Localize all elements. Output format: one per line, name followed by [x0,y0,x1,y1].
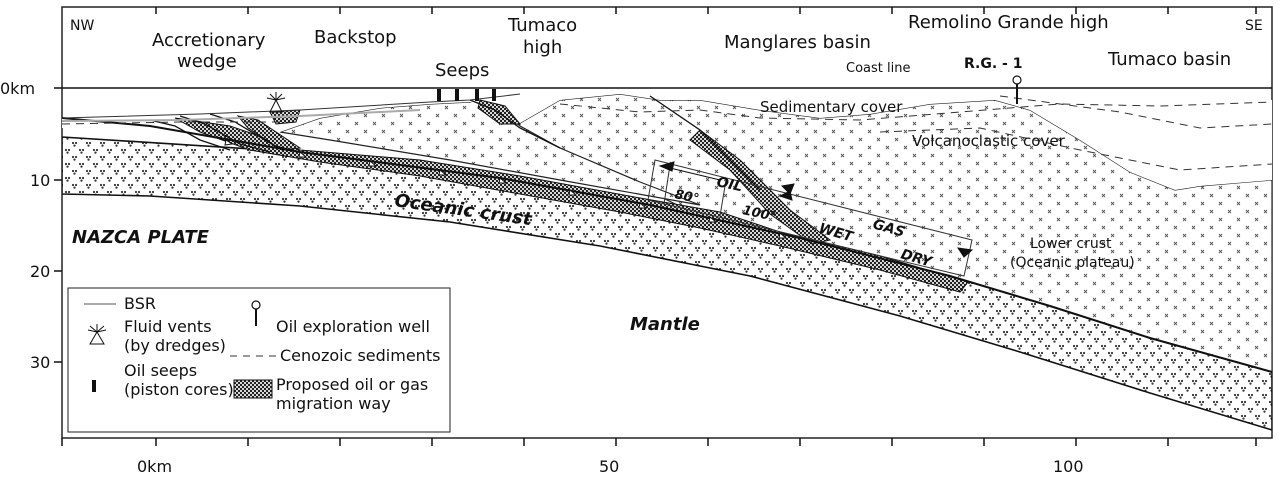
label-volcanoclastic: Volcanoclastic cover [912,132,1066,150]
legend-migration-label: Proposed oil or gas [276,375,428,394]
label-backstop: Backstop [314,27,397,48]
legend-oil-seeps-sub: (piston cores) [124,380,234,399]
seep-markers [437,89,496,101]
normal-fault [649,95,761,191]
label-nazca-plate: NAZCA PLATE [72,227,210,248]
legend-migration-swatch [233,379,273,399]
bottom-ticks [61,438,1257,446]
temperature-window-box [647,159,973,277]
cenozoic-dashed-4 [62,121,280,125]
legend-seep-swatch [92,380,96,392]
legend-well-icon [251,300,261,310]
top-ticks [155,7,1257,14]
legend-box [67,287,451,433]
depth-axis-ticks [54,87,62,363]
legend-well-label: Oil exploration well [276,317,430,336]
legend-oil-seeps-label: Oil seeps [124,361,197,380]
label-remolino: Remolino Grande high [908,12,1109,33]
depth-tick-0: 0km [0,79,35,98]
depth-tick-20: 20 [30,262,50,281]
label-temp-100: 100° [741,203,777,225]
bsr-line [62,109,421,122]
well-icon [1012,75,1022,85]
distance-tick-100: 100 [1053,457,1084,476]
legend-migration-sub: migration way [276,394,391,413]
legend-cenozoic-label: Cenozoic sediments [280,346,440,365]
fluid-vent-icon [266,92,286,113]
label-temp-80: 80° [673,187,700,207]
section-body [62,75,1272,431]
distance-tick-50: 50 [599,457,619,476]
label-oceanic-plateau: (Oceanic plateau) [1010,255,1135,271]
thrust-fault-4 [469,99,561,149]
depth-tick-30: 30 [30,353,50,372]
migration-strand-2 [477,99,522,125]
isotherm-100 [719,179,727,217]
label-tumaco: Tumaco [507,15,577,36]
thrust-teeth [224,139,788,239]
label-accretionary: Accretionary [152,30,266,51]
sedimentary-cover-band [62,90,1272,190]
migration-strand-3 [236,115,302,151]
legend-fluid-vents-label: Fluid vents [124,317,212,336]
isotherm-80 [663,164,671,205]
label-manglares: Manglares basin [724,32,871,53]
direction-arrows [658,161,974,258]
label-tumaco-high: high [523,37,562,58]
cenozoic-dashed-2 [879,127,1272,171]
legend-fluid-vent-icon [87,324,107,345]
label-coast-line: Coast line [846,61,910,76]
legend-bsr-label: BSR [124,294,156,313]
backstop-body [279,101,701,206]
legend: BSR Fluid vents (by dredges) Oil seeps (… [67,287,451,433]
corner-nw: NW [70,18,94,34]
subduction-thrust [62,117,1272,373]
label-wedge: wedge [177,51,237,72]
cenozoic-dashed-1 [559,101,1272,121]
label-well: R.G. - 1 [964,56,1022,72]
cenozoic-dashed-3 [999,95,1272,129]
legend-fluid-vents-sub: (by dredges) [124,336,226,355]
depth-tick-10: 10 [30,171,50,190]
distance-tick-0: 0km [137,457,172,476]
label-seeps: Seeps [435,60,489,81]
label-lower-crust: Lower crust [1030,236,1112,252]
label-sedimentary-cover: Sedimentary cover [760,98,903,116]
label-tumaco-basin: Tumaco basin [1107,49,1231,70]
label-oil: OIL [715,174,744,195]
label-mantle: Mantle [630,314,700,335]
corner-se: SE [1245,18,1263,34]
